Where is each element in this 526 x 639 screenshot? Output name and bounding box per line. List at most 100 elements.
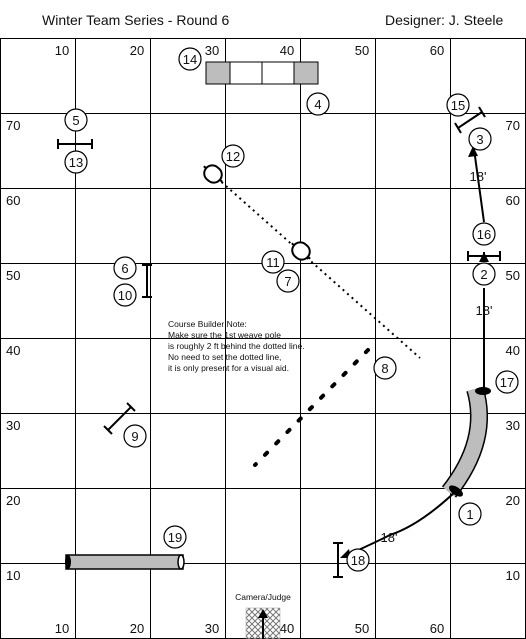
tire-obstacle-12 [203, 164, 223, 184]
note-line: Course Builder Note: [168, 319, 247, 329]
svg-text:6: 6 [121, 261, 128, 276]
obstacle-number-9: 9 [123, 424, 147, 448]
top-axis-labels: 10 20 30 40 50 60 [55, 43, 444, 58]
camera-judge-label: Camera/Judge [235, 592, 291, 602]
obstacle-number-18: 18 [346, 548, 370, 572]
bottom-label: 50 [355, 621, 369, 636]
bottom-label: 60 [430, 621, 444, 636]
svg-text:18: 18 [351, 553, 365, 568]
right-label: 10 [506, 568, 520, 583]
note-line: No need to set the dotted line, [168, 352, 281, 362]
distance-labels: 18' 18' 18' [381, 169, 493, 545]
bottom-label: 40 [280, 621, 294, 636]
note-line: Make sure the 1st weave pole [168, 330, 281, 340]
svg-text:5: 5 [72, 113, 79, 128]
svg-text:9: 9 [131, 429, 138, 444]
note-line: is roughly 2 ft behind the dotted line. [168, 341, 305, 351]
obstacle-number-16: 16 [472, 222, 496, 246]
right-label: 60 [506, 193, 520, 208]
top-label: 20 [130, 43, 144, 58]
right-label: 70 [506, 118, 520, 133]
right-label: 50 [506, 268, 520, 283]
jump-bars [57, 106, 501, 578]
svg-text:3: 3 [476, 132, 483, 147]
tunnel-17-entry [475, 387, 491, 395]
course-title: Winter Team Series - Round 6 [42, 12, 229, 28]
path-16-to-3 [473, 148, 485, 223]
svg-text:10: 10 [118, 288, 132, 303]
path-arrows [340, 146, 489, 558]
obstacle-number-13: 13 [64, 150, 88, 174]
obstacle-number-19: 19 [163, 525, 187, 549]
jump-5-13 [57, 139, 93, 149]
weave-poles [253, 348, 370, 467]
jump-6-10 [142, 264, 152, 298]
obstacle-number-15: 15 [446, 93, 470, 117]
top-label: 40 [280, 43, 294, 58]
top-label: 60 [430, 43, 444, 58]
distance-label: 18' [476, 303, 493, 318]
bottom-axis-labels: 10 20 30 40 50 60 [55, 621, 444, 636]
svg-text:7: 7 [284, 274, 291, 289]
bottom-label: 20 [130, 621, 144, 636]
right-axis-labels: 70 60 50 40 30 20 10 [506, 118, 520, 583]
obstacle-number-5: 5 [64, 108, 88, 132]
left-label: 30 [6, 418, 20, 433]
arrow-to-16 [479, 252, 489, 262]
left-label: 20 [6, 493, 20, 508]
distance-label: 18' [381, 530, 398, 545]
obstacle-number-11: 11 [261, 250, 285, 274]
bottom-label: 10 [55, 621, 69, 636]
top-label: 30 [205, 43, 219, 58]
path-1-to-18 [344, 490, 457, 557]
left-label: 10 [6, 568, 20, 583]
camera-arrow-icon [258, 609, 268, 639]
obstacle-number-4: 4 [306, 92, 330, 116]
obstacle-number-3: 3 [468, 127, 492, 151]
svg-text:16: 16 [477, 227, 491, 242]
tunnel-19 [65, 554, 185, 570]
jump-9 [103, 402, 136, 435]
svg-text:8: 8 [381, 361, 388, 376]
svg-text:13: 13 [69, 155, 83, 170]
obstacle-number-6: 6 [113, 256, 137, 280]
jump-18 [333, 542, 343, 578]
right-label: 30 [506, 418, 520, 433]
left-axis-labels: 70 60 50 40 30 20 10 [6, 118, 20, 583]
left-label: 40 [6, 343, 20, 358]
obstacle-number-10: 10 [113, 283, 137, 307]
distance-label: 18' [470, 169, 487, 184]
obstacle-numbers: 1 2 3 4 5 6 7 8 9 10 11 12 13 14 15 16 1… [64, 47, 519, 572]
svg-text:12: 12 [226, 149, 240, 164]
tire-obstacle-11 [291, 241, 311, 261]
svg-text:11: 11 [266, 255, 280, 270]
obstacle-number-7: 7 [276, 269, 300, 293]
right-label: 20 [506, 493, 520, 508]
obstacle-number-12: 12 [221, 144, 245, 168]
svg-text:2: 2 [480, 267, 487, 282]
obstacle-number-2: 2 [472, 262, 496, 286]
note-line: it is only present for a visual aid. [168, 363, 289, 373]
designer-name: Designer: J. Steele [385, 12, 503, 28]
left-label: 50 [6, 268, 20, 283]
svg-text:1: 1 [466, 507, 473, 522]
dog-walk-obstacle [205, 61, 319, 85]
arrow-to-3 [468, 146, 478, 157]
tunnel-curved-1-17-fill [443, 386, 487, 497]
jump-15 [454, 106, 486, 134]
svg-text:4: 4 [314, 97, 321, 112]
obstacle-number-14: 14 [178, 47, 202, 71]
left-label: 60 [6, 193, 20, 208]
obstacle-number-17: 17 [495, 370, 519, 394]
obstacle-number-1: 1 [458, 502, 482, 526]
top-label: 10 [55, 43, 69, 58]
right-label: 40 [506, 343, 520, 358]
obstacle-number-8: 8 [373, 356, 397, 380]
svg-text:15: 15 [451, 98, 465, 113]
bottom-label: 30 [205, 621, 219, 636]
course-builder-note: Course Builder Note: Make sure the 1st w… [168, 319, 305, 373]
svg-text:17: 17 [500, 375, 514, 390]
left-label: 70 [6, 118, 20, 133]
svg-text:14: 14 [183, 52, 197, 67]
